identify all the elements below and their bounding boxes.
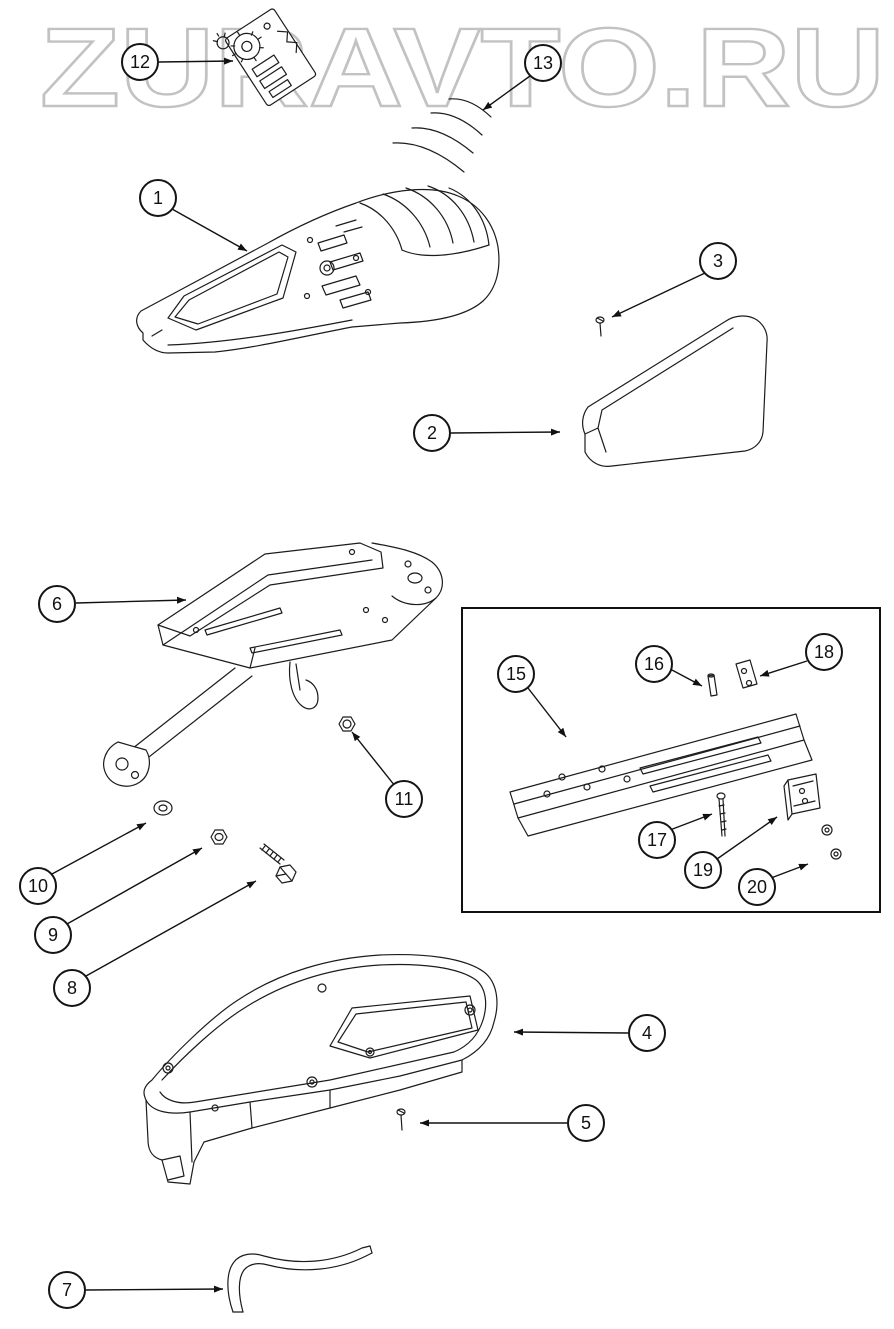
callout-6: 6 [38, 585, 76, 623]
part-3-screw [595, 316, 605, 337]
callout-13: 13 [524, 44, 562, 82]
watermark-text: ZURAVTO.RU [40, 5, 885, 130]
callout-11: 11 [385, 780, 423, 818]
part-2-side-cover [582, 315, 768, 467]
callout-20: 20 [738, 868, 776, 906]
leader-lines [51, 57, 809, 1293]
part-16-pin [707, 673, 718, 697]
callout-7: 7 [48, 1271, 86, 1309]
callout-3: 3 [699, 242, 737, 280]
callout-16: 16 [635, 645, 673, 683]
part-18-small-plate [735, 659, 758, 689]
part-15-slide-plate [509, 713, 813, 837]
part-10-washer [153, 800, 173, 816]
callout-15: 15 [497, 655, 535, 693]
part-8-bolt [259, 843, 297, 884]
part-9-nut [210, 829, 228, 845]
callout-8: 8 [53, 969, 91, 1007]
part-13-sonar-waves [392, 98, 492, 173]
callout-12: 12 [121, 43, 159, 81]
part-17-long-screw [716, 792, 727, 837]
part-20-caps [821, 824, 842, 860]
part-5-screw [396, 1108, 406, 1131]
callout-5: 5 [567, 1104, 605, 1142]
callout-19: 19 [684, 851, 722, 889]
part-1-head-housing [136, 185, 500, 354]
part-12-control-plate [212, 8, 317, 107]
part-11-nut [338, 716, 356, 732]
callout-4: 4 [628, 1014, 666, 1052]
callout-17: 17 [638, 821, 676, 859]
callout-2: 2 [413, 414, 451, 452]
callout-18: 18 [805, 633, 843, 671]
callout-10: 10 [19, 867, 57, 905]
part-19-clip [783, 773, 821, 821]
part-7-trim-strip [227, 1245, 373, 1313]
part-6-mounting-bracket [103, 542, 443, 787]
inset-box-frame [461, 607, 881, 913]
part-4-lower-housing [143, 954, 498, 1185]
callout-1: 1 [139, 179, 177, 217]
callout-9: 9 [34, 916, 72, 954]
